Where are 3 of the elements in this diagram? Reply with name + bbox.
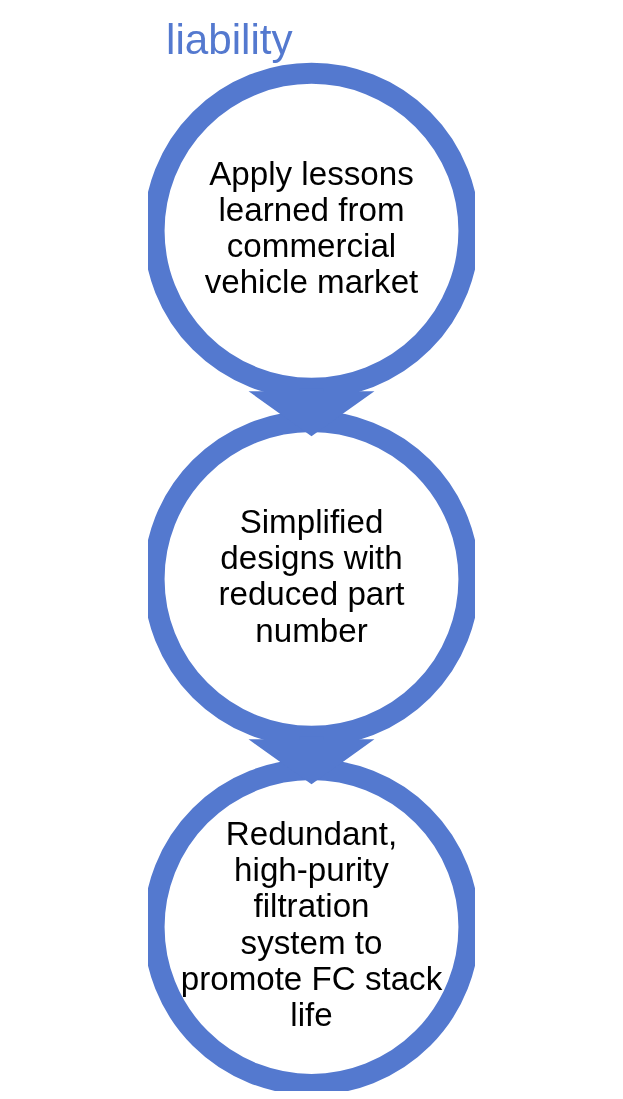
diagram-title: liability bbox=[166, 16, 293, 64]
arrow bbox=[248, 739, 375, 785]
arrow bbox=[248, 391, 375, 437]
